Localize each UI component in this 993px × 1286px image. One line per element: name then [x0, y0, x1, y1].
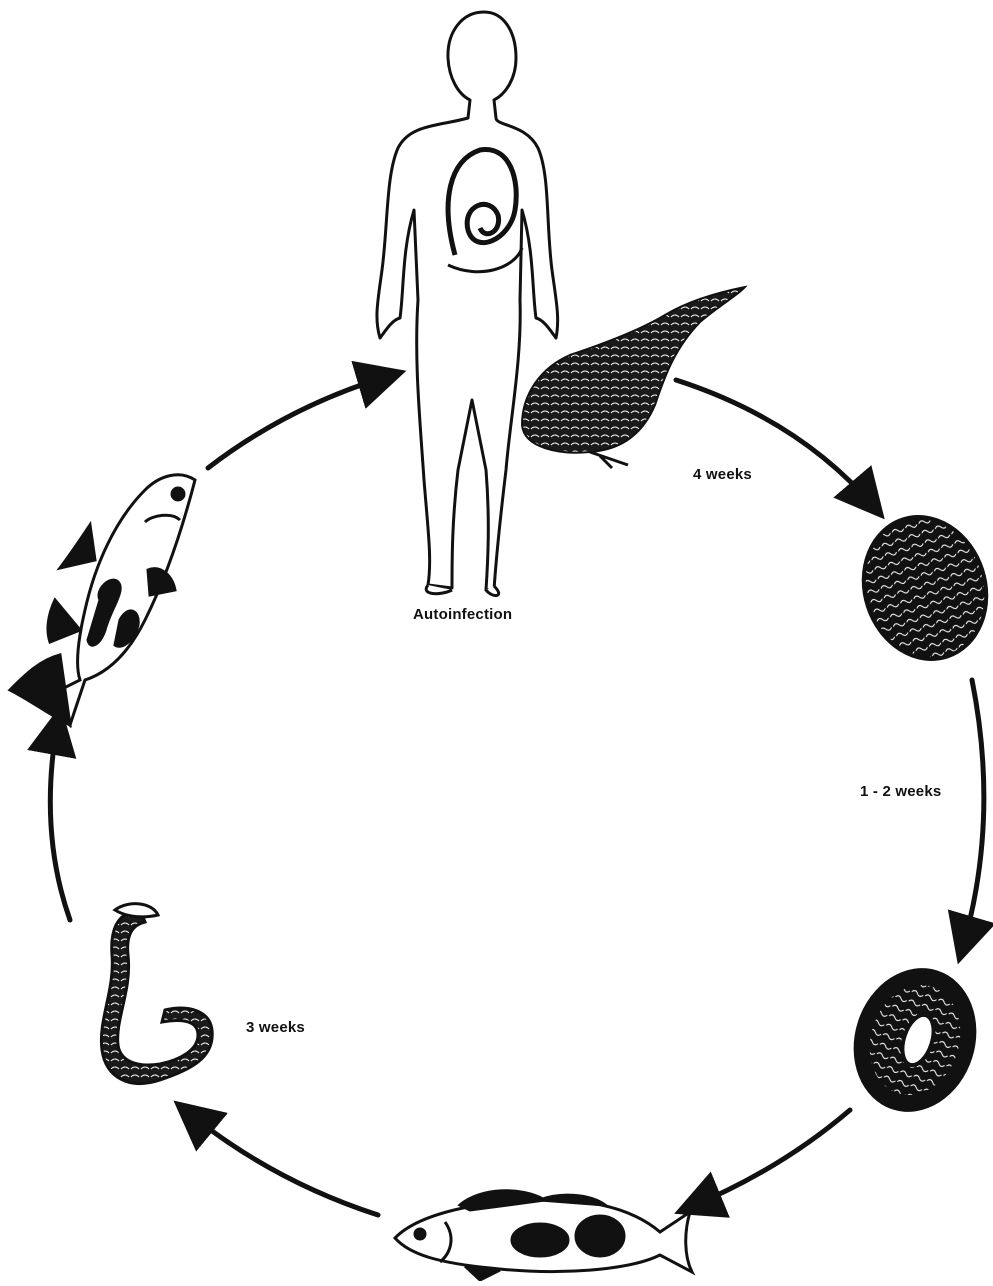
duration-label-4-weeks: 4 weeks	[693, 466, 752, 483]
larva-worm-icon	[101, 904, 212, 1084]
arrow-fish-to-human	[208, 375, 392, 468]
infected-fish-icon	[10, 475, 195, 725]
arrow-larva-to-fish	[50, 720, 70, 920]
autoinfection-label: Autoinfection	[413, 606, 512, 623]
arrow-embryo-to-fish	[688, 1110, 850, 1208]
duration-label-1-2-weeks: 1 - 2 weeks	[860, 783, 941, 800]
arrow-egg-to-embryo	[962, 680, 984, 950]
arrow-fish-to-larva	[185, 1110, 378, 1215]
fish-intermediate-host-icon	[395, 1191, 692, 1280]
egg-icon	[846, 501, 993, 675]
arrow-proglottid-to-egg	[676, 380, 875, 508]
human-host-icon	[377, 12, 558, 596]
duration-label-3-weeks: 3 weeks	[246, 1019, 305, 1036]
embryonated-egg-icon	[835, 952, 993, 1128]
